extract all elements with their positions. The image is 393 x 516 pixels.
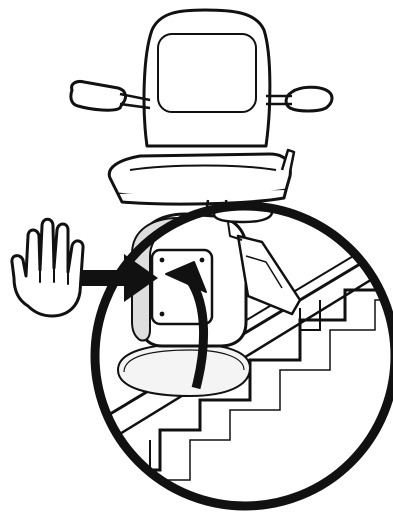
seat-lever <box>282 150 294 172</box>
footrest <box>118 344 250 396</box>
right-armrest <box>286 87 332 111</box>
seat-backrest-panel <box>158 34 256 112</box>
left-armrest <box>71 81 126 110</box>
stairlift-seat <box>71 10 332 214</box>
stop-hand-icon <box>12 219 83 316</box>
seat-cushion <box>109 154 290 196</box>
